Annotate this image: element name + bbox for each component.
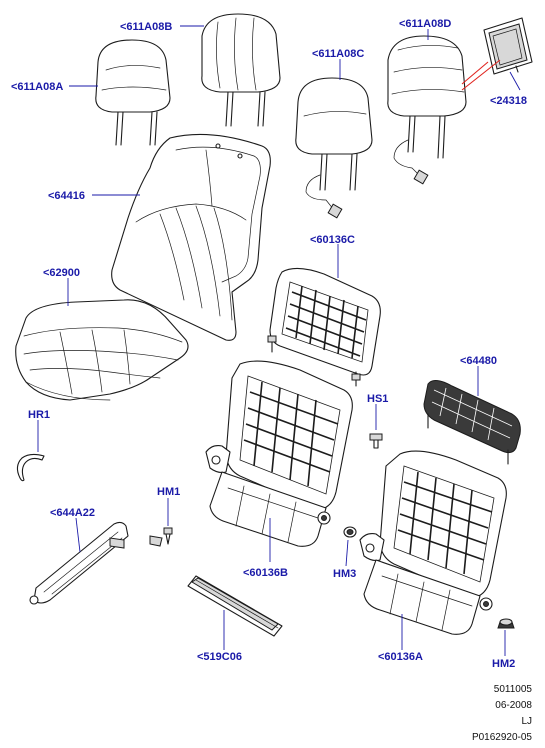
headrest-611a08a <box>95 39 171 146</box>
callout-611a08a: <611A08A <box>11 81 63 93</box>
callout-611a08d: <611A08D <box>399 18 451 30</box>
seat-cushion-cover-62900 <box>15 299 189 401</box>
meta-line-2: 06-2008 <box>495 700 532 711</box>
leader-24318 <box>509 71 521 91</box>
grommet-hm3 <box>343 526 357 538</box>
callout-hs1: HS1 <box>367 393 388 405</box>
trim-519c06 <box>187 575 283 637</box>
meta-line-4: P0162920-05 <box>471 732 532 743</box>
meta-line-1: 5011005 <box>493 684 532 695</box>
seat-frame-60136b <box>205 360 353 547</box>
callout-62900: <62900 <box>43 267 80 279</box>
callout-hr1: HR1 <box>28 409 50 421</box>
meta-line-3: LJ <box>521 716 532 727</box>
lumbar-support-64480 <box>423 380 521 465</box>
headrest-611a08c <box>295 77 373 219</box>
callout-611a08b: <611A08B <box>120 21 172 33</box>
callout-60136c: <60136C <box>310 234 355 246</box>
callout-hm1: HM1 <box>157 486 180 498</box>
seat-back-frame-60136c <box>267 267 381 387</box>
leader-24318-a <box>461 59 501 91</box>
leader-hm3 <box>345 539 349 567</box>
callout-644a22: <644A22 <box>50 507 95 519</box>
seat-back-cover-64416 <box>111 133 271 341</box>
callout-64480: <64480 <box>460 355 497 367</box>
trim-644a22 <box>29 521 163 605</box>
screw-hm1 <box>163 527 173 545</box>
headrest-611a08d <box>387 35 467 185</box>
leader-644a22 <box>75 517 81 553</box>
clip-hr1 <box>16 453 45 482</box>
seat-frame-60136a <box>359 450 507 635</box>
screw-hs1 <box>369 433 383 449</box>
callout-64416: <64416 <box>48 190 85 202</box>
callout-hm2: HM2 <box>492 658 515 670</box>
grommet-hm2 <box>497 618 515 629</box>
callout-60136a: <60136A <box>378 651 423 663</box>
headrest-611a08b <box>201 13 281 127</box>
callout-hm3: HM3 <box>333 568 356 580</box>
callout-611a08c: <611A08C <box>312 48 364 60</box>
screen-24318 <box>483 17 533 75</box>
leader-24318-b <box>461 61 489 85</box>
callout-24318: <24318 <box>490 95 527 107</box>
callout-519c06: <519C06 <box>197 651 242 663</box>
callout-60136b: <60136B <box>243 567 288 579</box>
